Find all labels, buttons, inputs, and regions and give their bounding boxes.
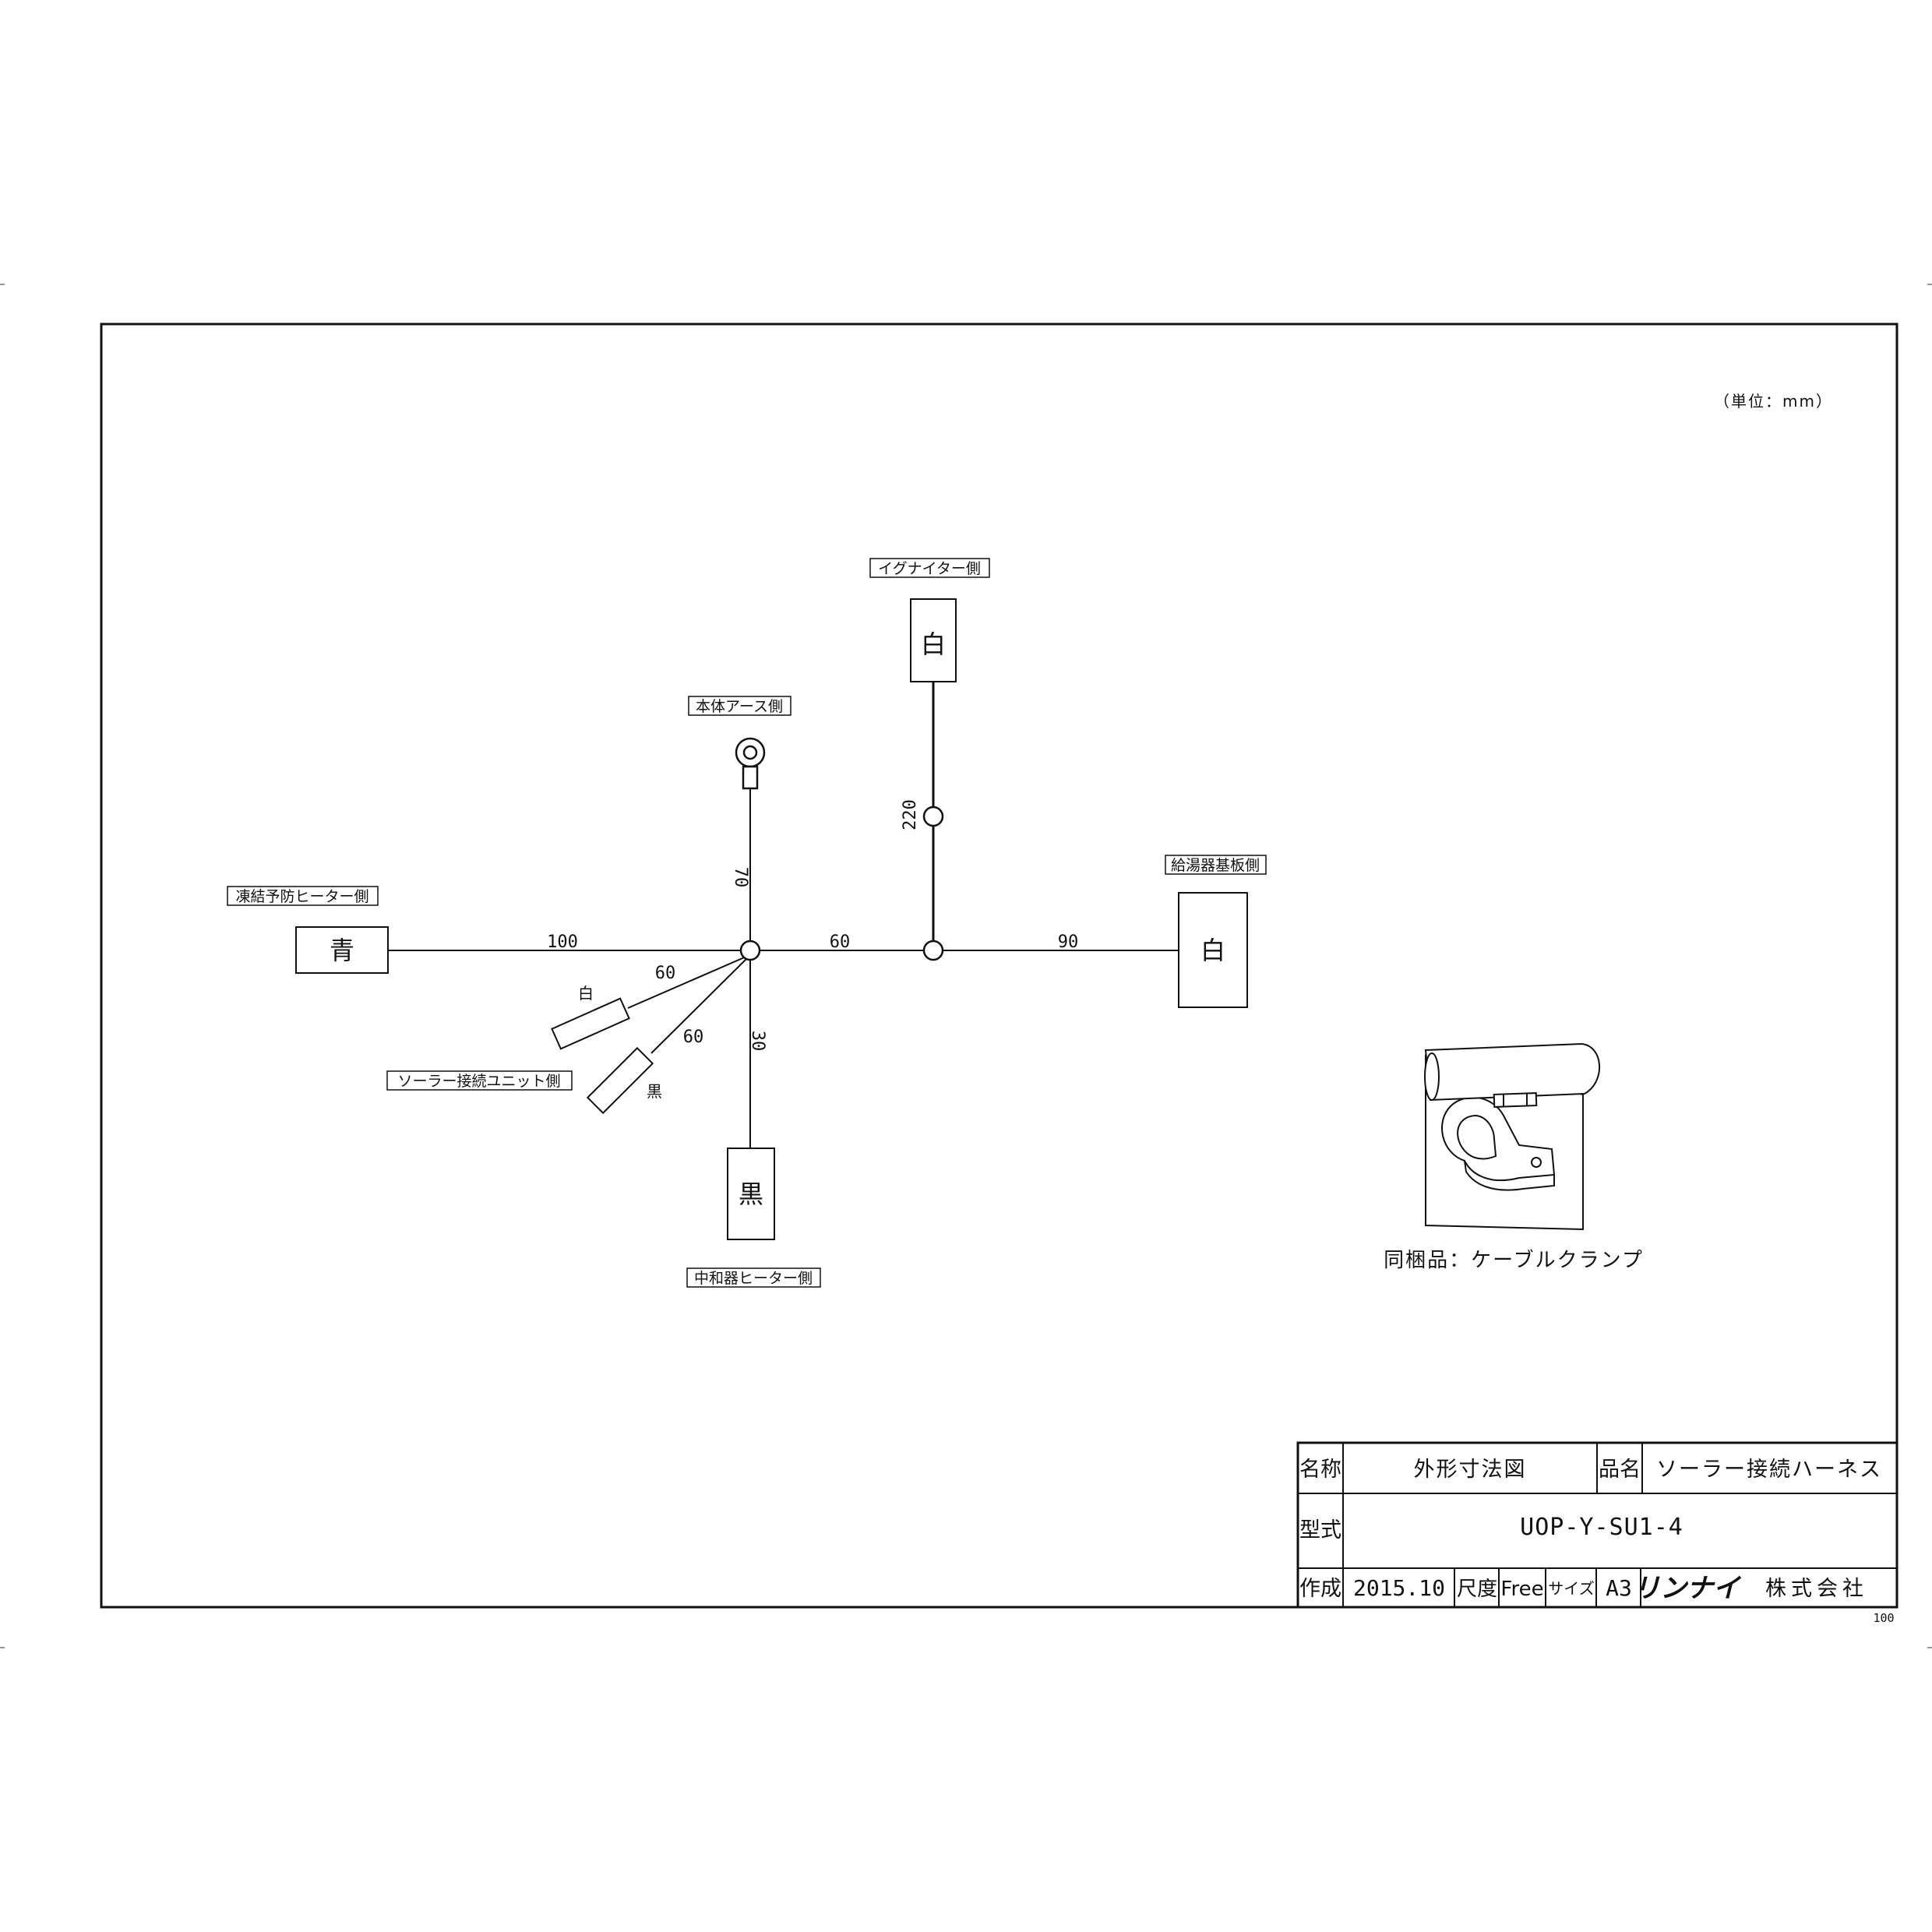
wire-solar-white [627,955,749,1009]
tb-model-label: 型式 [1299,1518,1341,1542]
connector-solar-white [551,997,630,1050]
dim-earth-wire: 70 [731,867,750,888]
tb-model-value: UOP-Y-SU1-4 [1520,1514,1683,1541]
dim-board-wire: 90 [1058,933,1079,952]
tb-scale-label: 尺度 [1457,1578,1497,1601]
dim-center-to-branch: 60 [830,933,851,952]
connector-solar-black [586,1046,654,1115]
svg-text:給湯器基板側: 給湯器基板側 [1171,857,1260,874]
label-water-heater-board-side: 給湯器基板側 [1165,855,1267,875]
connector-neutralizer-heater [727,1148,775,1240]
wire-solar-black [650,957,749,1054]
tb-size-value: A3 [1606,1575,1632,1601]
igniter-marker [922,806,944,827]
drawing-border [100,323,1899,1609]
connector-freeze-heater [295,926,389,974]
center-junction [739,940,761,961]
tb-created-label: 作成 [1299,1577,1341,1601]
dim-freeze-wire: 100 [547,933,578,952]
connector-igniter [910,598,957,682]
tb-name-label: 名称 [1299,1458,1341,1482]
earth-ring-terminal-icon [735,737,766,790]
sheet-number: 100 [1873,1611,1894,1625]
tb-product-label: 品名 [1599,1458,1641,1482]
title-block [1296,1441,1899,1609]
label-freeze-heater-side: 凍結予防ヒーター側 [227,886,379,906]
svg-text:凍結予防ヒーター側: 凍結予防ヒーター側 [235,888,368,905]
svg-text:本体アース側: 本体アース側 [696,698,783,715]
tb-name-value: 外形寸法図 [1414,1458,1527,1482]
svg-text:イグナイター側: イグナイター側 [878,560,981,577]
label-body-earth-side: 本体アース側 [688,696,791,716]
dim-solar-wire-b: 60 [683,1028,704,1047]
label-igniter-side: イグナイター側 [869,558,990,578]
svg-text:中和器ヒーター側: 中和器ヒーター側 [694,1270,813,1287]
connector-igniter-color: 白 [921,629,946,659]
connector-solar-black-color: 黒 [647,1082,662,1101]
connector-neutralizer-color: 黒 [739,1179,763,1209]
svg-text:ソーラー接続ユニット側: ソーラー接続ユニット側 [397,1073,560,1090]
branch-junction [922,940,944,961]
tb-created-value: 2015.10 [1353,1575,1445,1601]
connector-freeze-color: 青 [330,936,354,965]
company-logo: リンナイ [1634,1573,1742,1604]
tb-product-value: ソーラー接続ハーネス [1656,1458,1882,1482]
corner-marks [0,284,1932,1648]
harness-wires [388,682,1179,1148]
connector-board-color: 白 [1200,936,1225,965]
connector-water-heater-board [1178,892,1248,1008]
connector-solar-white-color: 白 [578,984,594,1003]
label-solar-unit-side: ソーラー接続ユニット側 [386,1070,573,1091]
dim-neutralizer-wire: 30 [748,1031,767,1052]
dim-igniter-wire: 220 [901,799,920,830]
tb-scale-value: Free [1500,1578,1543,1601]
cable-clamp-illustration [1424,1042,1601,1231]
company-suffix: 株式会社 [1765,1577,1868,1601]
tb-size-label: サイズ [1548,1579,1594,1598]
label-neutralizer-heater-side: 中和器ヒーター側 [686,1267,821,1288]
dim-solar-wire-a: 60 [655,964,676,983]
bundled-item-caption: 同梱品：ケーブルクランプ [1384,1249,1644,1272]
unit-note: （単位：mm） [1714,392,1833,411]
